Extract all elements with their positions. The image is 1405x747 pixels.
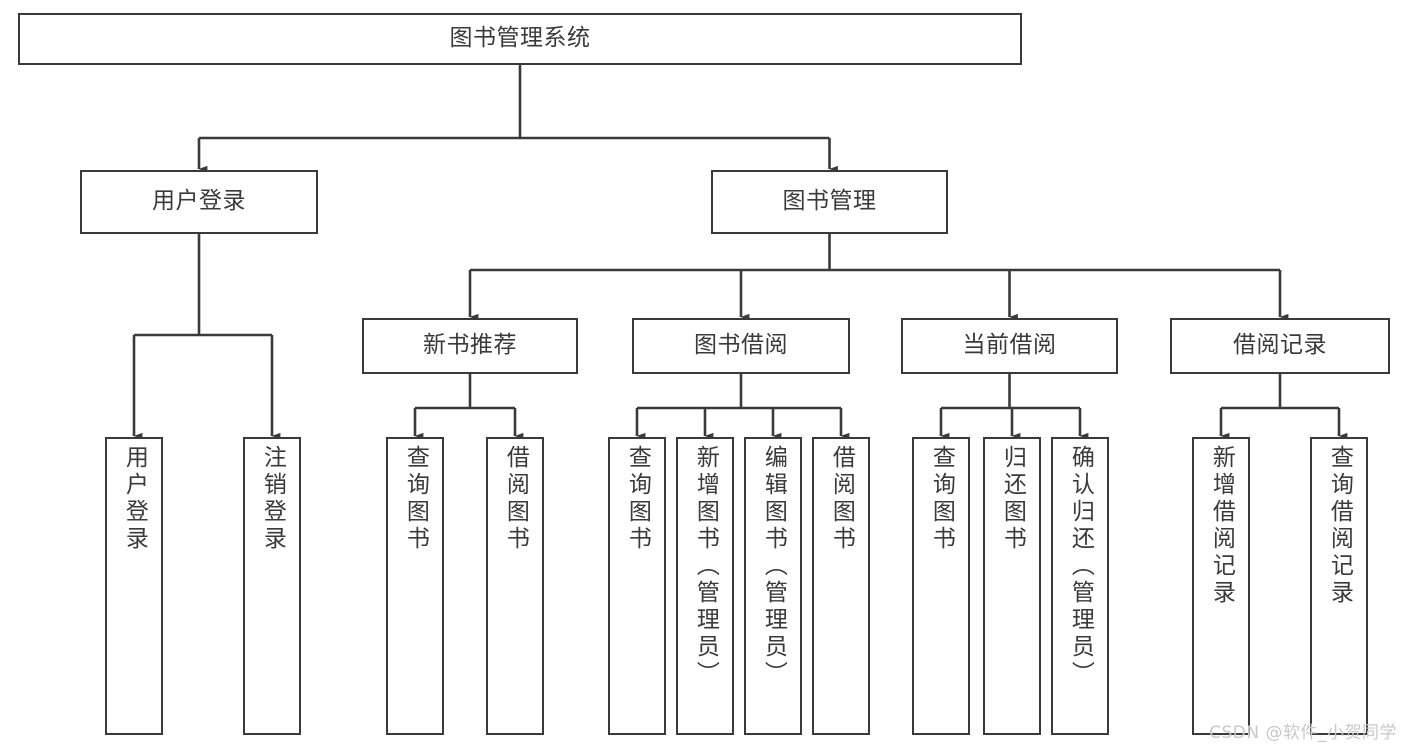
- node-borrow-record[interactable]: 借阅记录: [1170, 318, 1390, 374]
- node-label: 新增借阅记录: [1208, 445, 1235, 607]
- node-book-manage[interactable]: 图书管理: [711, 170, 948, 234]
- node-label: 借阅记录: [1233, 332, 1327, 359]
- node-label: 查询图书: [624, 445, 651, 553]
- node-leaf-borrow-book-1[interactable]: 借阅图书: [486, 437, 544, 735]
- node-leaf-logout[interactable]: 注销登录: [243, 437, 301, 735]
- node-leaf-edit-book[interactable]: 编辑图书（管理员）: [744, 437, 802, 735]
- node-leaf-add-record[interactable]: 新增借阅记录: [1192, 437, 1250, 735]
- node-label: 新书推荐: [423, 332, 517, 359]
- node-label: 注销登录: [259, 445, 286, 553]
- node-leaf-query-book-3[interactable]: 查询图书: [912, 437, 970, 735]
- node-label: 用户登录: [121, 445, 148, 553]
- node-leaf-borrow-book-2[interactable]: 借阅图书: [812, 437, 870, 735]
- node-label: 图书管理系统: [449, 25, 591, 52]
- watermark-text: CSDN @软件_小贺同学: [1209, 723, 1397, 743]
- node-leaf-query-book-2[interactable]: 查询图书: [608, 437, 666, 735]
- node-root[interactable]: 图书管理系统: [18, 13, 1022, 65]
- node-leaf-add-book[interactable]: 新增图书（管理员）: [676, 437, 734, 735]
- node-label: 查询图书: [928, 445, 955, 553]
- node-label: 借阅图书: [828, 445, 855, 553]
- node-label: 新增图书（管理员）: [692, 445, 719, 688]
- node-leaf-confirm-return[interactable]: 确认归还（管理员）: [1051, 437, 1109, 735]
- node-user-login[interactable]: 用户登录: [80, 170, 318, 234]
- node-book-borrow[interactable]: 图书借阅: [632, 318, 850, 374]
- node-label: 借阅图书: [502, 445, 529, 553]
- node-leaf-query-record[interactable]: 查询借阅记录: [1310, 437, 1368, 735]
- node-label: 当前借阅: [962, 332, 1057, 359]
- node-label: 确认归还（管理员）: [1067, 445, 1094, 688]
- node-label: 编辑图书（管理员）: [760, 445, 787, 688]
- node-label: 图书借阅: [694, 332, 788, 359]
- node-label: 查询图书: [402, 445, 429, 553]
- node-leaf-user-login[interactable]: 用户登录: [105, 437, 163, 735]
- node-new-book-rec[interactable]: 新书推荐: [362, 318, 578, 374]
- node-label: 归还图书: [999, 445, 1026, 553]
- node-leaf-query-book-1[interactable]: 查询图书: [386, 437, 444, 735]
- node-label: 用户登录: [152, 188, 246, 215]
- node-label: 查询借阅记录: [1326, 445, 1353, 607]
- node-current-borrow[interactable]: 当前借阅: [901, 318, 1118, 374]
- node-label: 图书管理: [782, 188, 877, 215]
- node-leaf-return-book[interactable]: 归还图书: [983, 437, 1041, 735]
